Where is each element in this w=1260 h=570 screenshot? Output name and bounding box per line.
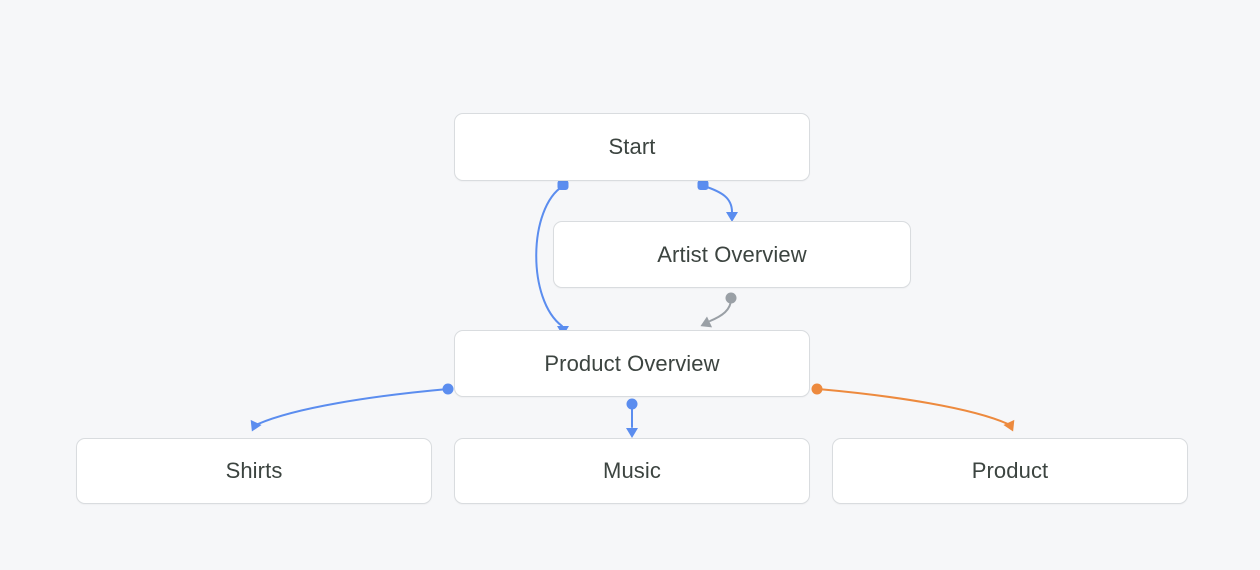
edge-arrowhead [626,428,638,438]
flow-node-music[interactable]: Music [454,438,810,504]
edge-source-handle[interactable] [725,292,737,304]
flow-node-label: Artist Overview [657,241,807,267]
edge-source-handle[interactable] [442,383,454,395]
flow-node-product[interactable]: Product [832,438,1188,504]
edge-path [703,185,733,213]
edge-product-overview-to-product[interactable] [811,383,1019,435]
edge-arrowhead [1003,419,1015,432]
flow-node-label: Product Overview [544,350,720,376]
flow-node-product-overview[interactable]: Product Overview [454,330,810,397]
edge-arrowhead [250,419,262,432]
flow-node-label: Shirts [225,458,283,483]
edge-path [817,388,1009,425]
edge-product-overview-to-shirts[interactable] [246,383,454,435]
edge-path [709,298,732,322]
edge-source-handle[interactable] [697,180,709,190]
flow-node-artist-overview[interactable]: Artist Overview [553,221,911,288]
edge-path [257,388,449,425]
flow-node-start[interactable]: Start [454,113,810,181]
flow-node-label: Music [603,458,661,483]
flow-node-label: Start [608,134,656,159]
edge-artist-overview-to-product-overview[interactable] [698,292,737,332]
edge-start-to-artist-overview[interactable] [697,180,739,222]
flow-node-shirts[interactable]: Shirts [76,438,432,504]
flow-node-label: Product [971,458,1049,483]
edge-source-handle[interactable] [811,383,823,395]
edge-source-handle[interactable] [557,180,569,190]
edge-product-overview-to-music[interactable] [626,398,638,439]
edge-source-handle[interactable] [626,398,638,410]
